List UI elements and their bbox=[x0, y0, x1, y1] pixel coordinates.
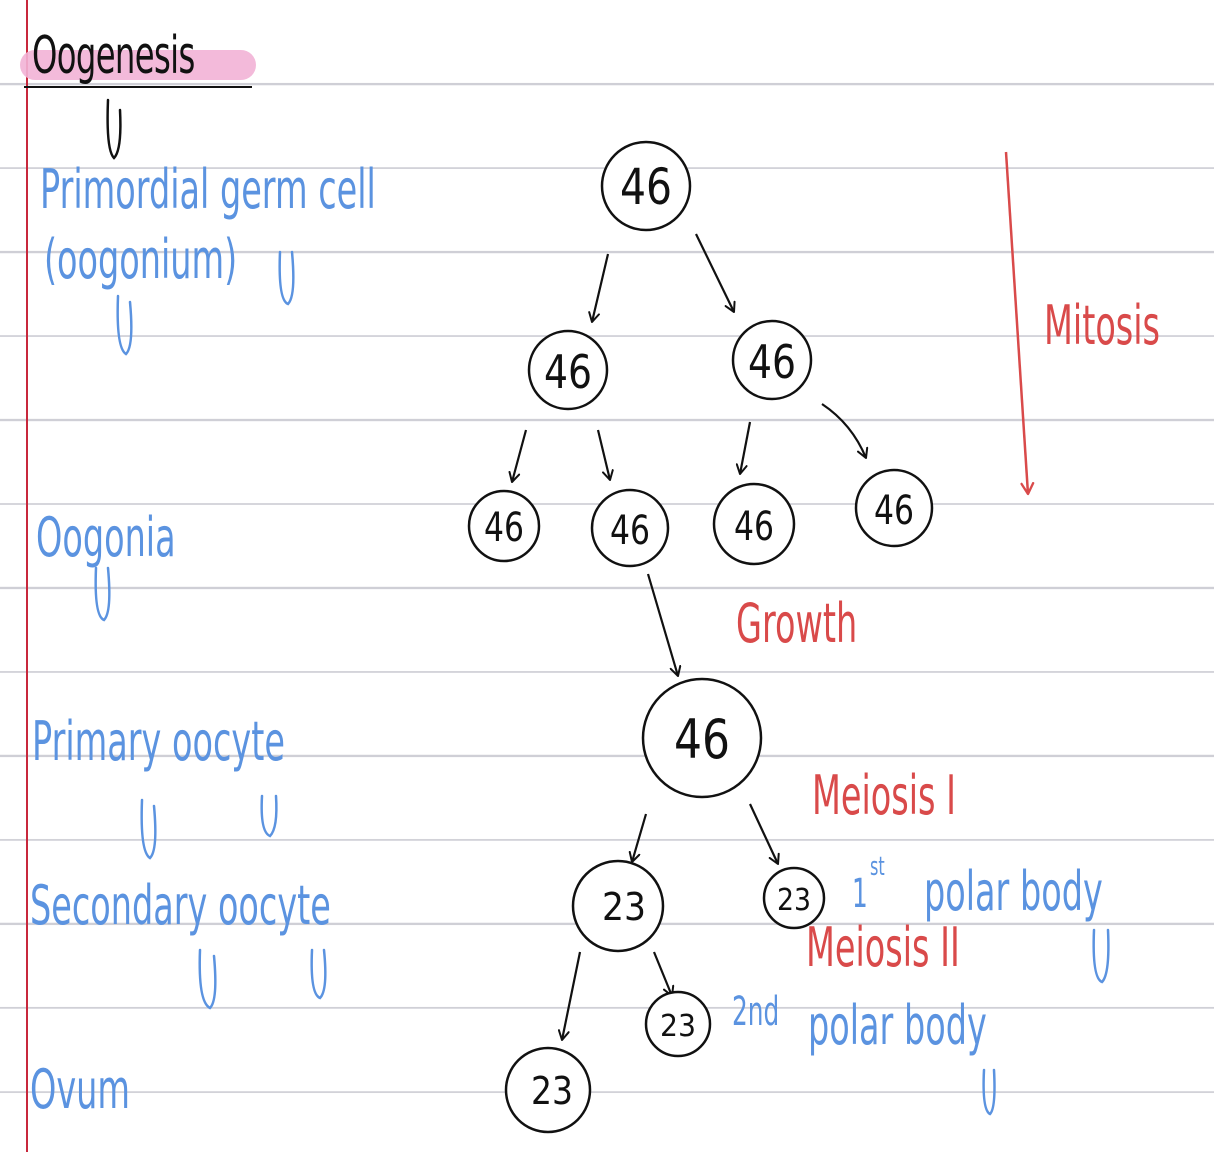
cell-mitosis1-right: 46 bbox=[731, 319, 813, 401]
margin-line bbox=[26, 0, 28, 1152]
process-label-mitosis: Mitosis bbox=[1044, 294, 1160, 357]
cell-label-second-polar-body: 23 bbox=[660, 1009, 696, 1044]
cell-label-mitosis1-right: 46 bbox=[748, 335, 796, 389]
process-label-meiosis1: Meiosis I bbox=[812, 764, 956, 827]
polar-body2-label: polar body bbox=[808, 994, 987, 1057]
stage-label-primordial-line1: Primordial germ cell bbox=[40, 158, 376, 221]
arrow-right-to-oogonium4 bbox=[821, 403, 869, 459]
arrow-primary-to-secondary bbox=[628, 813, 648, 863]
polar-body2-ordinal: 2nd bbox=[732, 989, 780, 1035]
cell-label-oogonium-4: 46 bbox=[874, 488, 914, 534]
stage-label-secondary-oocyte: Secondary oocyte bbox=[30, 874, 331, 937]
cell-label-secondary-oocyte: 23 bbox=[602, 885, 646, 929]
stage-label-oogonia: Oogonia bbox=[36, 506, 176, 569]
cell-label-primary-oocyte: 46 bbox=[674, 708, 730, 771]
arrow-primary-to-polar1 bbox=[749, 803, 780, 865]
cell-oogonium-2: 46 bbox=[590, 488, 670, 568]
cell-label-ovum: 23 bbox=[531, 1069, 573, 1113]
arrow-primordial-to-right bbox=[695, 233, 736, 313]
cell-label-oogonium-2: 46 bbox=[610, 508, 650, 554]
cell-mitosis1-left: 46 bbox=[527, 329, 609, 411]
cell-primordial: 46 bbox=[600, 140, 692, 232]
arrow-left-to-oogonium2 bbox=[596, 429, 614, 481]
cell-label-first-polar-body: 23 bbox=[777, 883, 811, 918]
polar-body1-label: polar body bbox=[924, 860, 1103, 923]
process-label-meiosis2: Meiosis II bbox=[806, 916, 960, 979]
stage-label-primary-oocyte: Primary oocyte bbox=[32, 710, 285, 773]
cell-ovum: 23 bbox=[504, 1046, 592, 1134]
arrow-left-to-oogonium1 bbox=[508, 429, 528, 483]
stage-label-primordial-line2: (oogonium) bbox=[44, 228, 238, 291]
cell-oogonium-4: 46 bbox=[854, 468, 934, 548]
cell-label-oogonium-3: 46 bbox=[734, 504, 774, 550]
page-title: Oogenesis bbox=[32, 26, 195, 86]
title-underline bbox=[24, 86, 252, 88]
cell-label-oogonium-1: 46 bbox=[484, 505, 524, 551]
cell-primary-oocyte: 46 bbox=[641, 677, 763, 799]
arrow-primordial-to-left bbox=[588, 253, 610, 323]
polar-body1-superscript: st bbox=[870, 852, 885, 882]
cell-second-polar-body: 23 bbox=[644, 990, 712, 1058]
mitosis-arrow bbox=[1004, 151, 1035, 496]
title-highlight bbox=[20, 50, 256, 80]
polar-body1-number: 1 bbox=[852, 871, 868, 917]
stage-label-ovum: Ovum bbox=[30, 1058, 131, 1121]
cell-secondary-oocyte: 23 bbox=[571, 859, 665, 953]
cell-first-polar-body: 23 bbox=[762, 866, 826, 930]
cell-label-primordial: 46 bbox=[620, 158, 672, 216]
cell-label-mitosis1-left: 46 bbox=[544, 345, 592, 399]
arrow-right-to-oogonium3 bbox=[735, 421, 752, 475]
title-hook bbox=[106, 98, 122, 160]
stage-label-hooks bbox=[94, 250, 1110, 1116]
arrow-secondary-to-ovum bbox=[557, 951, 582, 1041]
cell-oogonium-1: 46 bbox=[467, 489, 541, 563]
process-label-growth: Growth bbox=[736, 592, 858, 655]
arrow-oogonium-to-primary bbox=[646, 573, 682, 677]
cell-oogonium-3: 46 bbox=[712, 482, 796, 566]
arrow-secondary-to-polar2 bbox=[652, 951, 675, 997]
